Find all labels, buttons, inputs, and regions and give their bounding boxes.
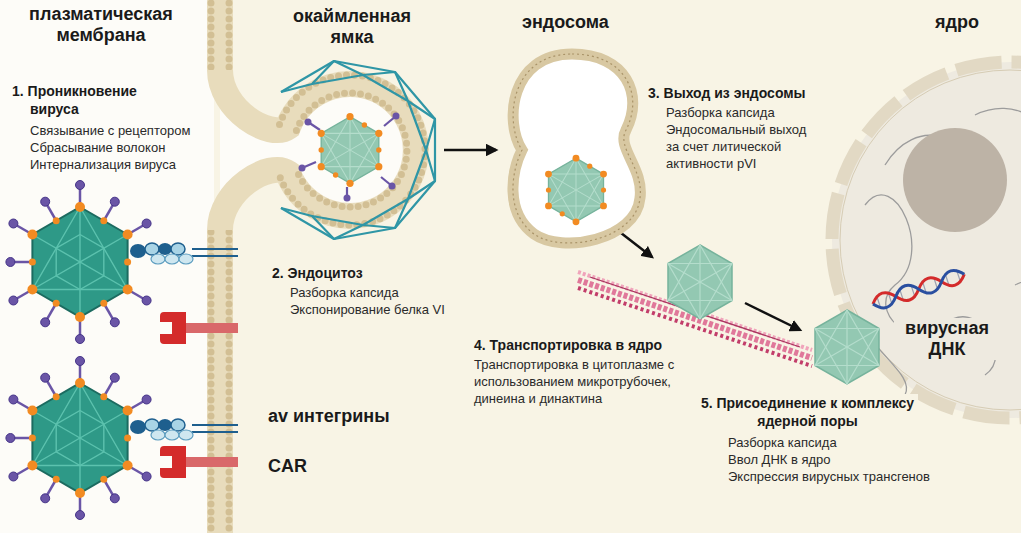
car-receptor	[160, 312, 238, 478]
step-item: Разборка капсида	[290, 284, 399, 301]
pit-virus	[299, 113, 400, 202]
endosome: эндосома	[498, 50, 646, 250]
nucleus: ядровирусная ДНК	[825, 55, 1021, 425]
flow-arrow	[444, 149, 496, 152]
nucleus-outline	[825, 55, 1021, 425]
step-heading: 4. Транспортировка в ядро	[474, 336, 662, 354]
flow-arrows	[612, 226, 800, 330]
pit-title: окаймленная ямка	[282, 6, 422, 48]
step-item: Ввол ДНК в ядро	[728, 451, 831, 468]
step-item: Связывание с рецептором	[30, 122, 190, 139]
clathrin-coat	[262, 58, 442, 242]
step-heading: 1. Проникновение вируса	[12, 82, 180, 118]
pit-lumen	[220, 70, 416, 230]
membrane-title: плазматическая мембрана	[6, 4, 196, 46]
endosome-title: эндосома	[522, 12, 609, 33]
virus-bottom	[6, 357, 151, 520]
extracellular-space	[0, 0, 214, 533]
capsid	[668, 245, 732, 319]
step-item: Разборка капсида	[666, 104, 775, 121]
receptor-label: CAR	[268, 456, 307, 477]
nucleus-title: ядро	[935, 12, 979, 33]
endosome-outline	[498, 50, 646, 250]
step-heading: 3. Выход из эндосомы	[648, 84, 806, 102]
step-item: Сбрасывание волокон	[30, 139, 165, 156]
step-item: Разборка капсида	[728, 434, 837, 451]
step-item: Интернализация вируса	[30, 156, 176, 173]
coated-pit: окаймленная ямка	[262, 58, 442, 242]
step-item: Экспонирование белка VI	[290, 301, 445, 318]
step-heading: 5. Присоединение к комплексу ядерной пор…	[697, 394, 918, 430]
step-item: Транспортировка в цитоплазме с использов…	[474, 356, 702, 407]
receptor-label: av интегрины	[268, 406, 390, 427]
integrin-receptor	[130, 243, 238, 440]
step-heading: 2. Эндоцитоз	[272, 264, 363, 282]
step-item: Экспрессия вирусных трансгенов	[728, 468, 930, 485]
dna-label: вирусная ДНК	[894, 318, 1000, 360]
virus-top	[6, 181, 151, 344]
step-item: Эндосомальный выход за счет литической а…	[666, 121, 816, 172]
